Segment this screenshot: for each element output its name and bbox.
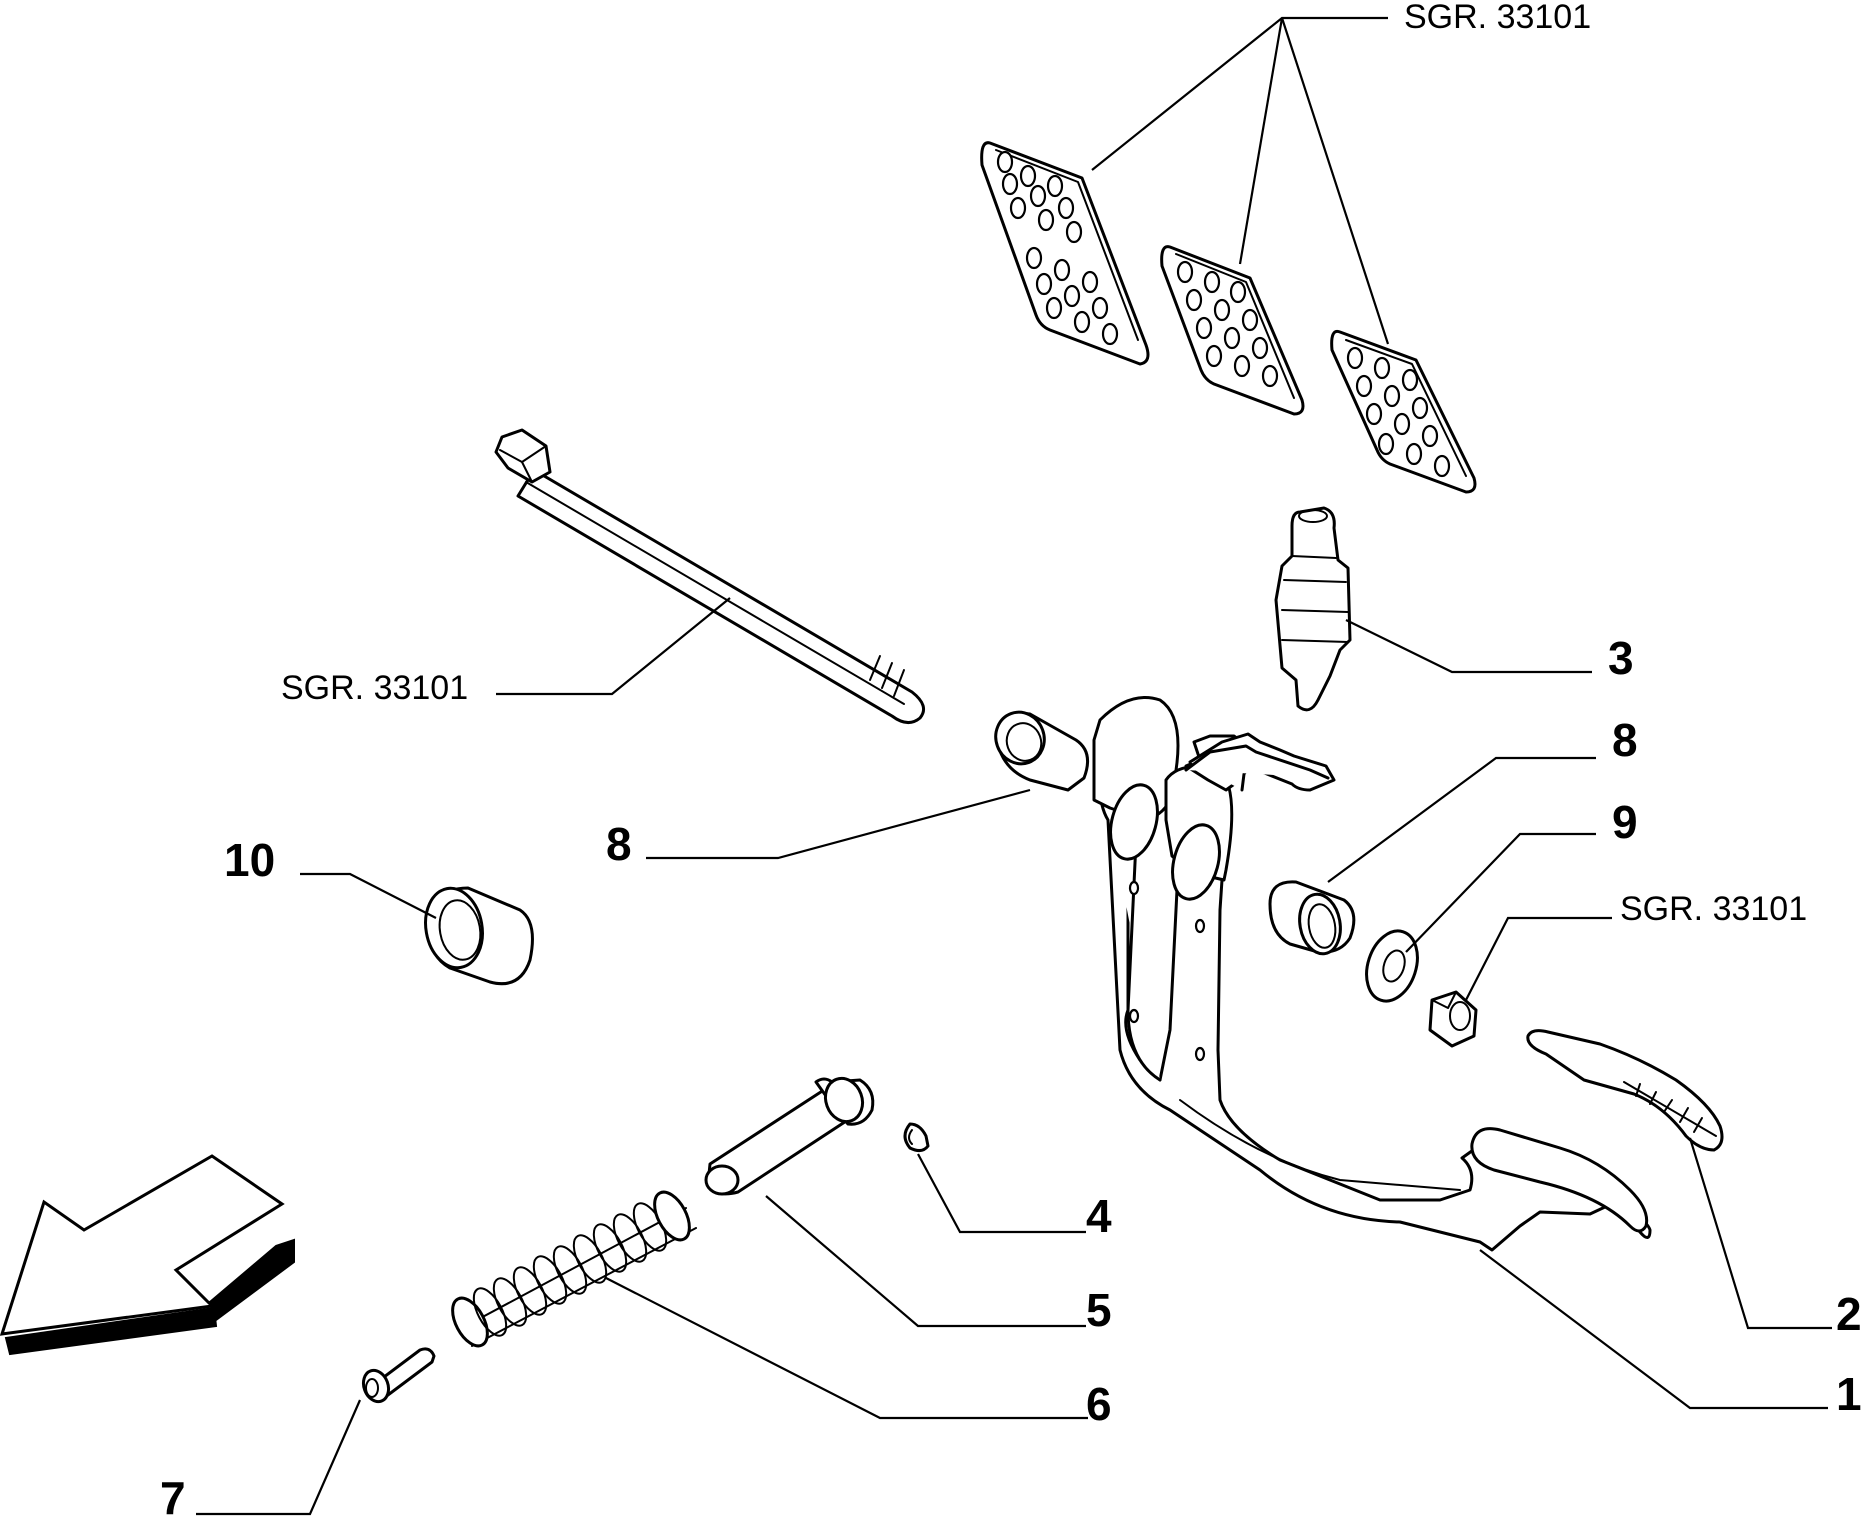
callout-9: 9 <box>1612 796 1638 848</box>
return-spring <box>451 1190 697 1348</box>
callout-7: 7 <box>160 1472 186 1516</box>
leader-8b <box>1327 756 1596 883</box>
leader-1 <box>1479 1249 1828 1410</box>
leader-4 <box>917 1153 1086 1234</box>
callout-3: 3 <box>1608 632 1634 684</box>
leader-nut <box>1465 916 1612 1001</box>
stop-switch <box>1274 506 1352 712</box>
callout-1: 1 <box>1836 1368 1862 1420</box>
reference-label-nut: SGR. 33101 <box>1620 890 1807 928</box>
leader-6 <box>605 1277 1088 1420</box>
callout-8-left: 8 <box>606 818 632 870</box>
callout-6: 6 <box>1086 1378 1112 1430</box>
callout-10: 10 <box>224 834 275 886</box>
leader-lines <box>196 16 1832 1516</box>
spring-stud <box>361 1347 436 1404</box>
bushing-right <box>1268 880 1356 956</box>
callout-8-right: 8 <box>1612 714 1638 766</box>
washer <box>1365 929 1419 1003</box>
front-direction-arrow-icon <box>0 1154 295 1356</box>
callout-4: 4 <box>1086 1190 1112 1242</box>
pedal-pad-medium <box>1160 245 1305 416</box>
callout-2: 2 <box>1836 1288 1862 1340</box>
bushing-10 <box>424 886 534 986</box>
reference-label-bolt: SGR. 33101 <box>281 669 468 707</box>
pedal-pin <box>704 1076 875 1196</box>
callout-5: 5 <box>1086 1284 1112 1336</box>
bushing-left <box>994 710 1090 792</box>
leader-5 <box>765 1195 1086 1328</box>
retaining-clip <box>903 1122 930 1153</box>
lock-nut <box>1428 990 1478 1048</box>
leader-9 <box>1405 832 1596 953</box>
pedal-pad-large <box>980 141 1150 366</box>
pivot-bolt <box>494 428 926 724</box>
leader-pads <box>1091 16 1388 171</box>
leader-3 <box>1345 619 1592 674</box>
leader-7 <box>196 1399 362 1516</box>
leader-bolt <box>496 597 731 696</box>
reference-label-pads: SGR. 33101 <box>1404 0 1591 36</box>
pedal-rubber-pad <box>1526 1029 1724 1152</box>
pedal-pad-small <box>1330 329 1477 494</box>
leader-2 <box>1688 1137 1832 1330</box>
leader-8a <box>646 788 1031 860</box>
clutch-brake-pedal <box>1092 696 1652 1252</box>
leader-10 <box>300 872 437 919</box>
